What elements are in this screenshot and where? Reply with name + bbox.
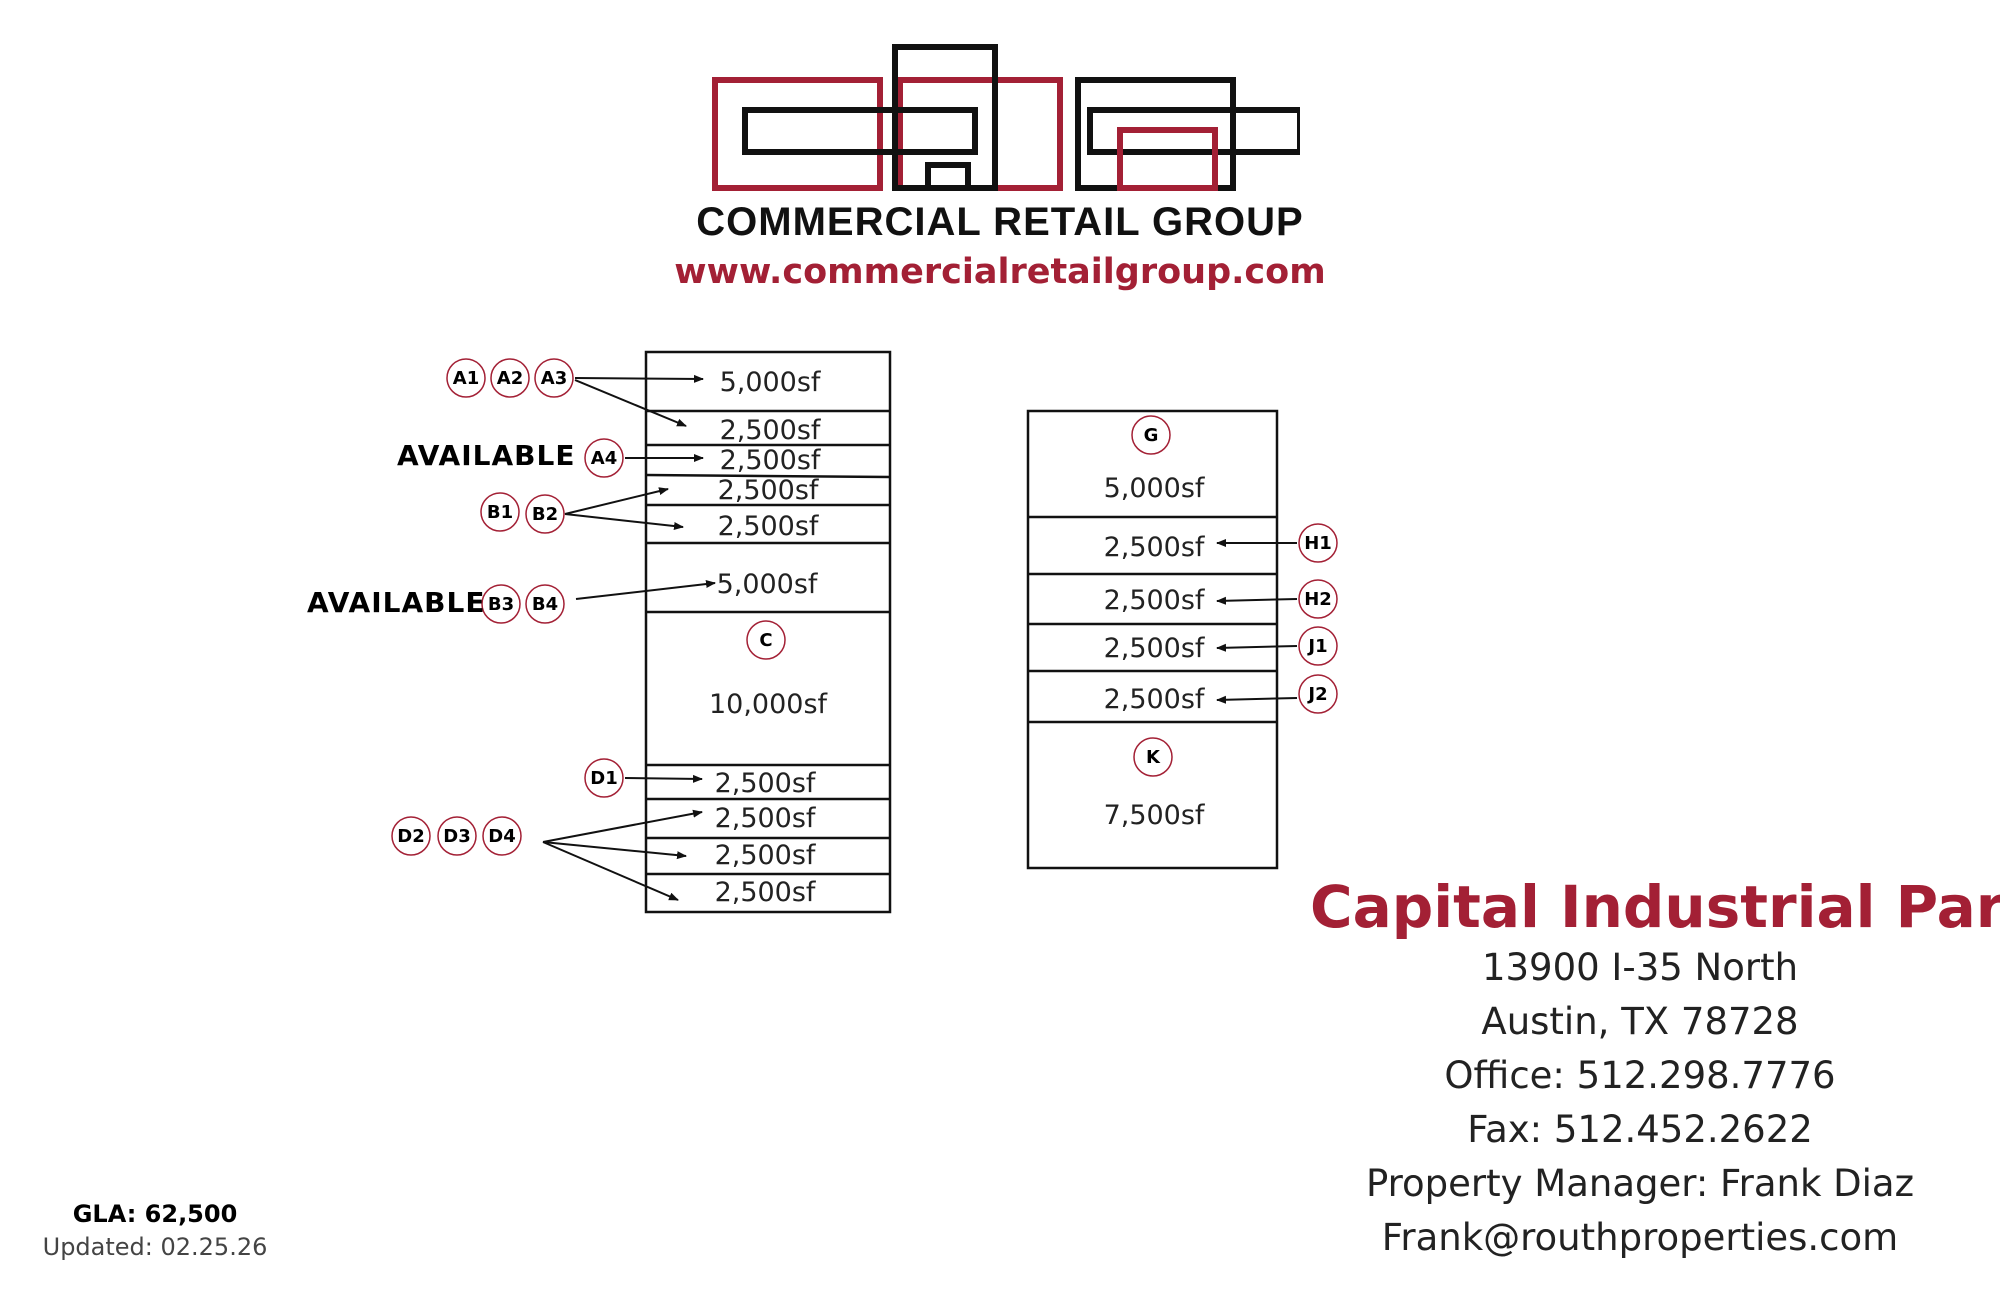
fax-number: Fax: 512.452.2622 <box>1467 1108 1813 1151</box>
callout-arrows-left <box>542 374 716 901</box>
badge-label: D1 <box>590 768 617 789</box>
unit-area-label: 5,000sf <box>1104 473 1206 504</box>
building-right <box>1026 409 1279 870</box>
unit-badge-d1: D1 <box>584 758 624 798</box>
badge-label: K <box>1146 747 1161 768</box>
unit-area-label: 5,000sf <box>717 569 819 600</box>
unit-area-label: 2,500sf <box>1104 633 1206 664</box>
commercial-retail-group-logo <box>712 44 1300 191</box>
property-address-line1: 13900 I-35 North <box>1481 946 1799 989</box>
unit-badge-b1: B1 <box>480 492 520 532</box>
gla-total: GLA: 62,500 <box>72 1200 238 1228</box>
property-manager: Property Manager: Frank Diaz <box>1365 1162 1915 1205</box>
office-phone: Office: 512.298.7776 <box>1444 1054 1836 1097</box>
available-label-b3-b4: AVAILABLE <box>307 586 486 619</box>
company-website-link[interactable]: www.commercialretailgroup.com <box>674 252 1326 292</box>
updated-date: Updated: 02.25.26 <box>42 1233 268 1261</box>
badge-label: C <box>759 630 772 651</box>
unit-area-label: 10,000sf <box>709 689 829 720</box>
badge-label: D4 <box>488 826 515 847</box>
unit-area-label: 2,500sf <box>718 475 820 506</box>
badge-label: G <box>1144 425 1159 446</box>
unit-badge-h1: H1 <box>1298 523 1338 563</box>
unit-badge-a1: A1 <box>446 358 486 398</box>
badge-label: H2 <box>1304 589 1332 610</box>
badge-label: D3 <box>443 826 470 847</box>
unit-area-label: 7,500sf <box>1104 800 1206 831</box>
unit-badge-a3: A3 <box>534 358 574 398</box>
property-name: Capital Industrial Park <box>1310 873 2000 941</box>
unit-badge-d3: D3 <box>437 816 477 856</box>
badge-label: A4 <box>591 448 617 469</box>
unit-area-label: 2,500sf <box>715 877 817 908</box>
unit-badge-j2: J2 <box>1298 674 1338 714</box>
badge-label: J1 <box>1306 636 1327 657</box>
badge-label: B1 <box>487 502 513 523</box>
unit-badge-j1: J1 <box>1298 626 1338 666</box>
badge-label: D2 <box>397 826 424 847</box>
badge-label: A2 <box>497 368 523 389</box>
unit-badge-k: K <box>1133 737 1173 777</box>
badge-label: J2 <box>1306 684 1327 705</box>
unit-area-label: 2,500sf <box>720 415 822 446</box>
badge-label: B2 <box>532 504 558 525</box>
unit-area-label: 2,500sf <box>718 511 820 542</box>
badge-label: H1 <box>1304 533 1332 554</box>
company-name: COMMERCIAL RETAIL GROUP <box>696 200 1304 244</box>
badge-label: A1 <box>453 368 479 389</box>
unit-badge-a4: A4 <box>584 438 624 478</box>
callout-arrows-right <box>1216 539 1298 704</box>
unit-badge-b3: B3 <box>481 584 521 624</box>
unit-area-label: 2,500sf <box>720 445 822 476</box>
badge-label: B4 <box>532 594 558 615</box>
available-label-a4: AVAILABLE <box>397 439 576 472</box>
unit-badge-c: C <box>746 620 786 660</box>
badge-label: B3 <box>488 594 514 615</box>
unit-area-label: 2,500sf <box>1104 684 1206 715</box>
manager-email-link[interactable]: Frank@routhproperties.com <box>1381 1216 1899 1259</box>
unit-area-label: 2,500sf <box>715 840 817 871</box>
unit-badge-h2: H2 <box>1298 579 1338 619</box>
unit-area-label: 2,500sf <box>715 803 817 834</box>
unit-badge-b2: B2 <box>525 494 565 534</box>
unit-badge-b4: B4 <box>525 584 565 624</box>
property-address-line2: Austin, TX 78728 <box>1481 1000 1799 1043</box>
unit-area-label: 2,500sf <box>1104 585 1206 616</box>
building-left <box>644 350 892 914</box>
unit-area-label: 5,000sf <box>720 367 822 398</box>
unit-badge-d4: D4 <box>482 816 522 856</box>
unit-badge-g: G <box>1131 415 1171 455</box>
unit-area-label: 2,500sf <box>715 768 817 799</box>
unit-badge-d2: D2 <box>391 816 431 856</box>
badge-label: A3 <box>541 368 567 389</box>
unit-badge-a2: A2 <box>490 358 530 398</box>
unit-area-label: 2,500sf <box>1104 532 1206 563</box>
